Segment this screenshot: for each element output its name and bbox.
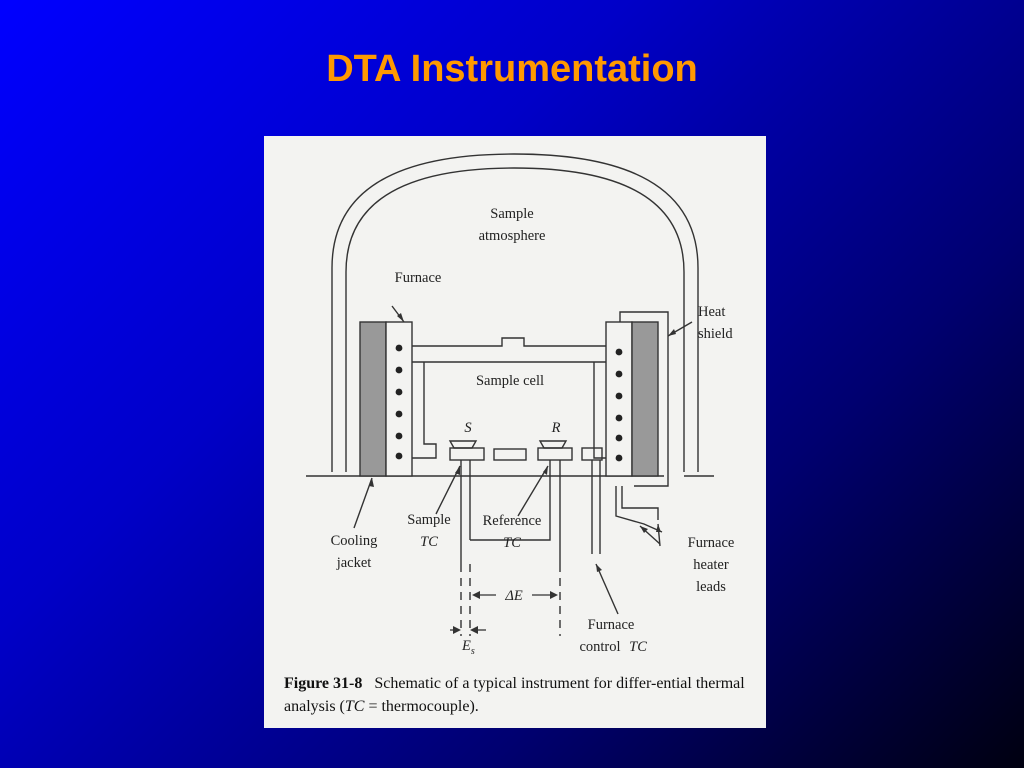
figure-panel: Sample atmosphere Furnace Heat shield Sa…: [264, 136, 766, 728]
reference-holder: [537, 447, 573, 461]
center-block: [493, 448, 527, 461]
left-cooling-jacket: [359, 321, 387, 477]
reference-pan: [538, 440, 568, 449]
right-cooling-jacket: [631, 321, 659, 477]
label-sample-atmosphere-1: Sample: [490, 206, 534, 222]
label-s: S: [464, 420, 472, 436]
label-heat-shield-2: shield: [698, 326, 733, 342]
figure-caption: Figure 31-8 Schematic of a typical instr…: [284, 672, 754, 718]
label-reference-tc-1: Reference: [483, 513, 542, 529]
sample-pan: [448, 440, 478, 449]
caption-tc: TC: [344, 698, 365, 715]
dta-schematic: Sample atmosphere Furnace Heat shield Sa…: [306, 153, 735, 657]
label-furnace-control-tc-3: TC: [629, 639, 647, 655]
label-furnace-control-tc-2: control: [579, 639, 620, 655]
sample-cell: [412, 337, 606, 347]
label-reference-tc-2: TC: [503, 535, 521, 551]
label-sample-tc-1: Sample: [407, 512, 451, 528]
label-sample-tc-2: TC: [420, 534, 438, 550]
label-furnace-heater-leads-3: leads: [696, 579, 726, 595]
sample-holder: [449, 447, 485, 461]
label-furnace: Furnace: [395, 270, 442, 286]
figure-number: Figure 31-8: [284, 675, 363, 692]
heat-shield-inner: [345, 167, 685, 472]
caption-text-before: Schematic of a typical instrument for di…: [284, 675, 745, 715]
label-delta-e: ΔE: [504, 588, 523, 604]
label-r: R: [551, 420, 561, 436]
label-cooling-jacket-1: Cooling: [331, 533, 378, 549]
label-furnace-heater-leads-2: heater: [693, 557, 729, 573]
label-cooling-jacket-2: jacket: [336, 555, 372, 571]
heat-shield-outer: [331, 153, 699, 472]
label-sample-cell: Sample cell: [476, 373, 544, 389]
label-furnace-heater-leads-1: Furnace: [688, 535, 735, 551]
slide-title: DTA Instrumentation: [326, 48, 698, 90]
label-furnace-control-tc-1: Furnace: [588, 617, 635, 633]
label-heat-shield-1: Heat: [698, 304, 725, 320]
caption-text-after: = thermocouple).: [364, 698, 479, 715]
label-sample-atmosphere-2: atmosphere: [479, 228, 546, 244]
label-es: Es: [461, 638, 475, 657]
